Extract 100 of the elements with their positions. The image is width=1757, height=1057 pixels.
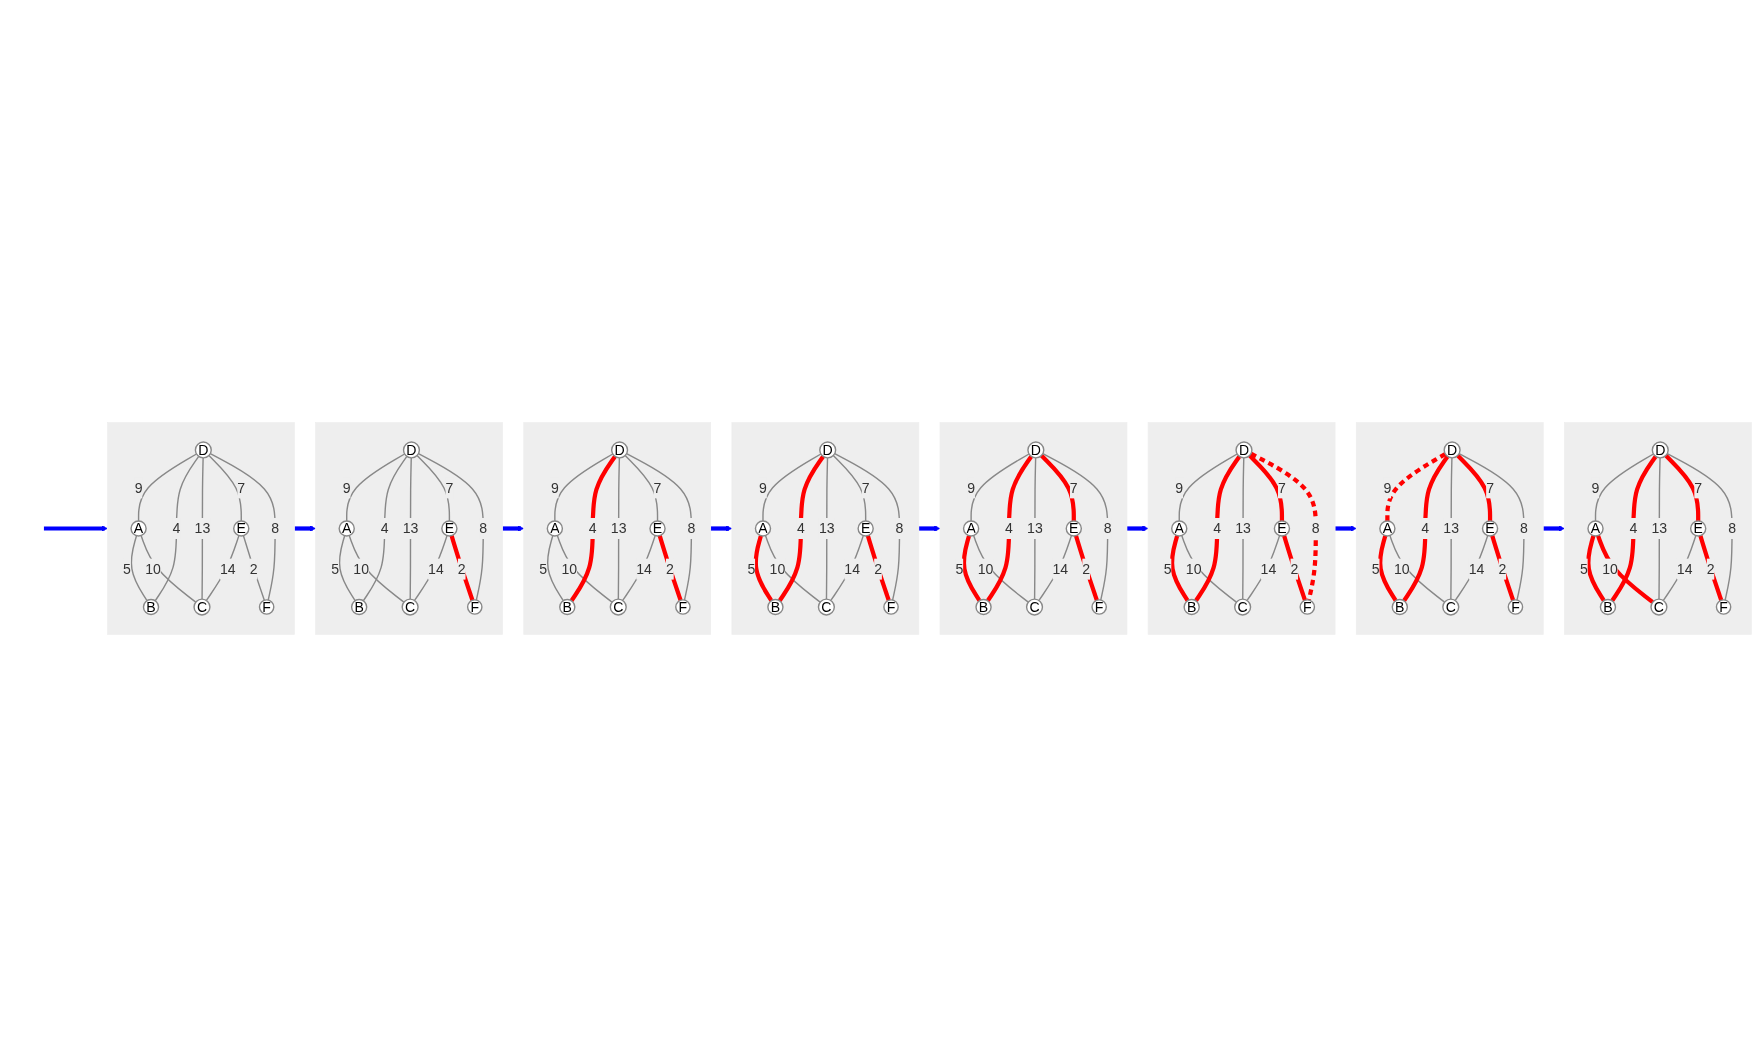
arrow	[710, 525, 733, 532]
graph-edge	[970, 453, 1030, 522]
node-circle: B	[1599, 598, 1617, 616]
edge-label: 13	[610, 520, 627, 537]
edge-label: 13	[1027, 520, 1043, 537]
graph-edge	[1450, 457, 1453, 600]
graph-edge	[1456, 454, 1493, 521]
edge-label: 7	[861, 480, 870, 496]
edge-label: 10	[1185, 561, 1202, 577]
node-circle: E	[233, 520, 250, 537]
node-circle: E	[441, 520, 458, 537]
graph-edge	[242, 535, 266, 601]
node-circle: A	[962, 520, 980, 537]
graph-edge	[830, 534, 864, 602]
edge-label: 4	[1421, 520, 1430, 537]
node-circle: D	[402, 441, 421, 459]
edge-label: 8	[687, 520, 696, 537]
graph-edge	[140, 534, 197, 603]
graph-edge	[1194, 455, 1242, 602]
node-circle: E	[1481, 520, 1499, 537]
edge-label: 8	[1520, 520, 1528, 537]
edge-label: 8	[1728, 520, 1736, 537]
graph-edge	[1169, 535, 1190, 602]
graph-edge	[762, 453, 822, 522]
graph-edge	[1042, 452, 1109, 601]
edge-label: 14	[1676, 561, 1693, 577]
graph-edge	[1458, 452, 1525, 601]
arrow	[1542, 525, 1565, 532]
node-circle: E	[1273, 520, 1291, 537]
graph-edge	[208, 454, 242, 522]
edge-label: 5	[123, 561, 131, 577]
edge-label: 13	[818, 520, 835, 537]
node-circle: D	[1443, 441, 1461, 459]
node-circle: C	[1442, 598, 1460, 616]
graph-edge	[764, 534, 821, 603]
edge-label: 5	[1579, 561, 1588, 577]
node-circle: F	[1715, 599, 1732, 615]
arrow	[918, 525, 941, 532]
edge-label: 4	[1005, 520, 1013, 537]
cluster	[315, 422, 503, 635]
edge-label: 13	[402, 520, 419, 537]
graph-edge	[1282, 535, 1307, 601]
graph-edge	[348, 534, 405, 603]
edge-label: 14	[1260, 561, 1277, 577]
cluster	[1147, 422, 1336, 635]
edge-label: 2	[249, 561, 258, 577]
graph-edge	[961, 535, 982, 602]
edge-label: 2	[1706, 561, 1715, 577]
cluster	[731, 422, 920, 635]
edge-label: 5	[331, 561, 340, 577]
node-circle: D	[1235, 441, 1253, 459]
arrow	[1126, 525, 1149, 532]
node-circle: A	[338, 520, 355, 537]
edge-label: 2	[1290, 561, 1299, 577]
edge-label: 9	[1383, 480, 1392, 496]
cluster	[939, 422, 1128, 635]
edge-label: 9	[1591, 480, 1600, 496]
graph-edge	[617, 457, 621, 600]
graph-edge	[338, 535, 356, 602]
edge-label: 4	[1213, 520, 1222, 537]
graph-edge	[1658, 457, 1661, 600]
graph-edge	[346, 453, 406, 522]
node-circle: A	[754, 520, 772, 537]
node-circle: C	[609, 598, 627, 616]
node-circle: B	[1391, 598, 1409, 616]
node-circle: C	[193, 598, 211, 616]
node-circle: C	[1650, 598, 1668, 616]
edge-label: 9	[967, 480, 976, 496]
arrow	[294, 525, 316, 532]
node-circle: C	[1025, 598, 1044, 616]
graph-edge	[205, 534, 240, 602]
graph-edge	[972, 534, 1029, 603]
edge-label: 10	[353, 561, 370, 577]
graph-edge	[825, 457, 829, 600]
graph-edge	[1389, 534, 1446, 603]
edge-label: 4	[796, 520, 805, 537]
node-circle: B	[559, 598, 576, 616]
edge-label: 4	[1629, 520, 1638, 537]
node-circle: E	[649, 520, 666, 537]
node-circle: C	[817, 598, 835, 616]
graph-edge	[986, 455, 1033, 602]
edge-label: 10	[561, 561, 578, 577]
graph-edge	[209, 452, 276, 601]
edge-label: 7	[1069, 480, 1078, 496]
edge-label: 9	[759, 480, 767, 496]
edge-label: 4	[588, 520, 597, 537]
node-circle: B	[975, 598, 992, 616]
graph-edge	[130, 535, 148, 602]
node-circle: B	[767, 598, 784, 616]
graph-edge	[865, 535, 891, 601]
graph-edge	[777, 455, 825, 602]
graph-edge	[1402, 455, 1450, 602]
edge-label: 14	[636, 561, 652, 577]
node-circle: F	[466, 599, 483, 615]
node-circle: B	[142, 598, 160, 616]
edge-label: 13	[1443, 520, 1460, 537]
edge-label: 2	[874, 561, 882, 577]
graph-edge	[657, 535, 683, 601]
edge-label: 7	[1278, 480, 1286, 496]
graph-edge	[1610, 455, 1658, 602]
